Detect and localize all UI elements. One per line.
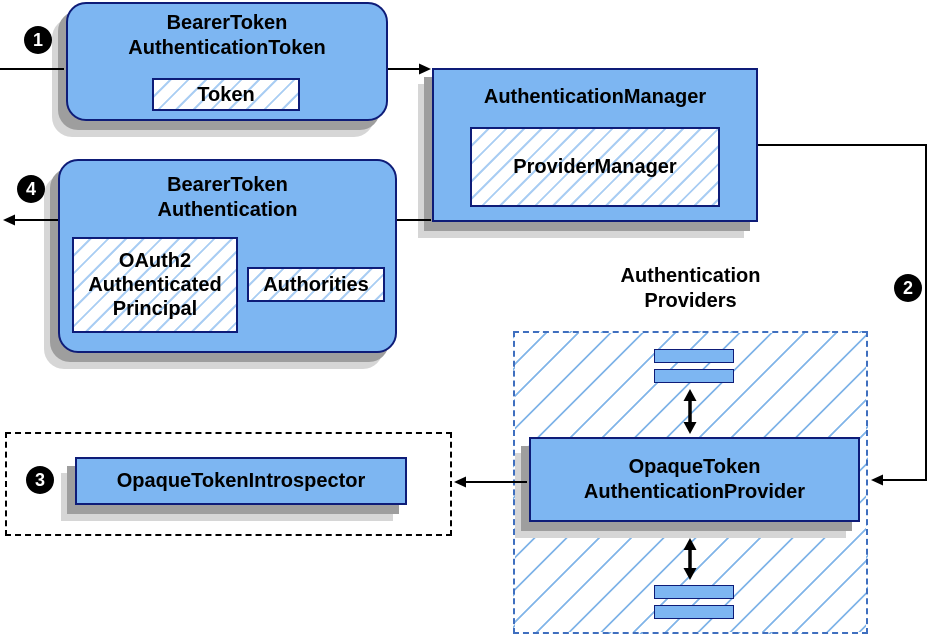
provider-ellipsis-bar-icon: [654, 605, 734, 619]
provider-ellipsis-bar-icon: [654, 585, 734, 599]
token-label: Token: [197, 83, 255, 106]
provider-title-line: OpaqueToken: [628, 455, 761, 478]
principal-line: Authenticated: [88, 274, 222, 296]
step-1-badge: 1: [24, 26, 52, 54]
title-line: BearerToken: [167, 174, 288, 196]
title-line: Authentication: [157, 199, 298, 221]
principal-line: Principal: [112, 298, 198, 320]
authentication-out-arrow: [3, 214, 58, 226]
opaque-token-authentication-provider-box: OpaqueToken AuthenticationProvider: [529, 437, 860, 522]
provider-manager-label: ProviderManager: [513, 156, 677, 178]
authentication-manager-title: AuthenticationManager: [483, 86, 707, 108]
provider-ellipsis-bar-icon: [654, 349, 734, 363]
step-3-badge: 3: [26, 466, 54, 494]
authentication-providers-container: OpaqueToken AuthenticationProvider: [513, 331, 868, 634]
authorities-label: Authorities: [263, 273, 369, 296]
step-2-badge: 2: [894, 274, 922, 302]
token-to-manager-arrow: [388, 63, 431, 75]
authorities-box: Authorities: [247, 267, 385, 302]
bearer-token-authentication-box: BearerToken Authentication OAuth2 Authen…: [58, 159, 397, 353]
provider-manager-box: ProviderManager: [470, 127, 720, 207]
authentication-manager-box: AuthenticationManager ProviderManager: [432, 68, 758, 222]
authentication-providers-label: Authentication Providers: [513, 264, 868, 314]
provider-ellipsis-bar-icon: [654, 369, 734, 383]
token-box: Token: [152, 78, 300, 111]
opaque-token-introspector-box: OpaqueTokenIntrospector: [75, 457, 407, 505]
bearer-token-authentication-token-box: BearerToken AuthenticationToken Token: [66, 2, 388, 121]
providers-label-line: Providers: [644, 290, 737, 312]
opaque-token-introspector-container: OpaqueTokenIntrospector: [5, 432, 452, 536]
provider-title-line: AuthenticationProvider: [583, 480, 806, 503]
bearer-token-authentication-title: BearerToken Authentication: [60, 173, 395, 223]
opaque-token-introspector-label: OpaqueTokenIntrospector: [116, 469, 366, 492]
title-line: AuthenticationToken: [128, 37, 326, 59]
providers-label-line: Authentication: [620, 265, 761, 287]
principal-line: OAuth2: [118, 250, 192, 272]
bearer-token-authentication-token-title: BearerToken AuthenticationToken: [68, 11, 386, 61]
oauth2-authenticated-principal-box: OAuth2 Authenticated Principal: [72, 237, 238, 333]
title-line: BearerToken: [166, 12, 288, 34]
step-4-badge: 4: [17, 175, 45, 203]
